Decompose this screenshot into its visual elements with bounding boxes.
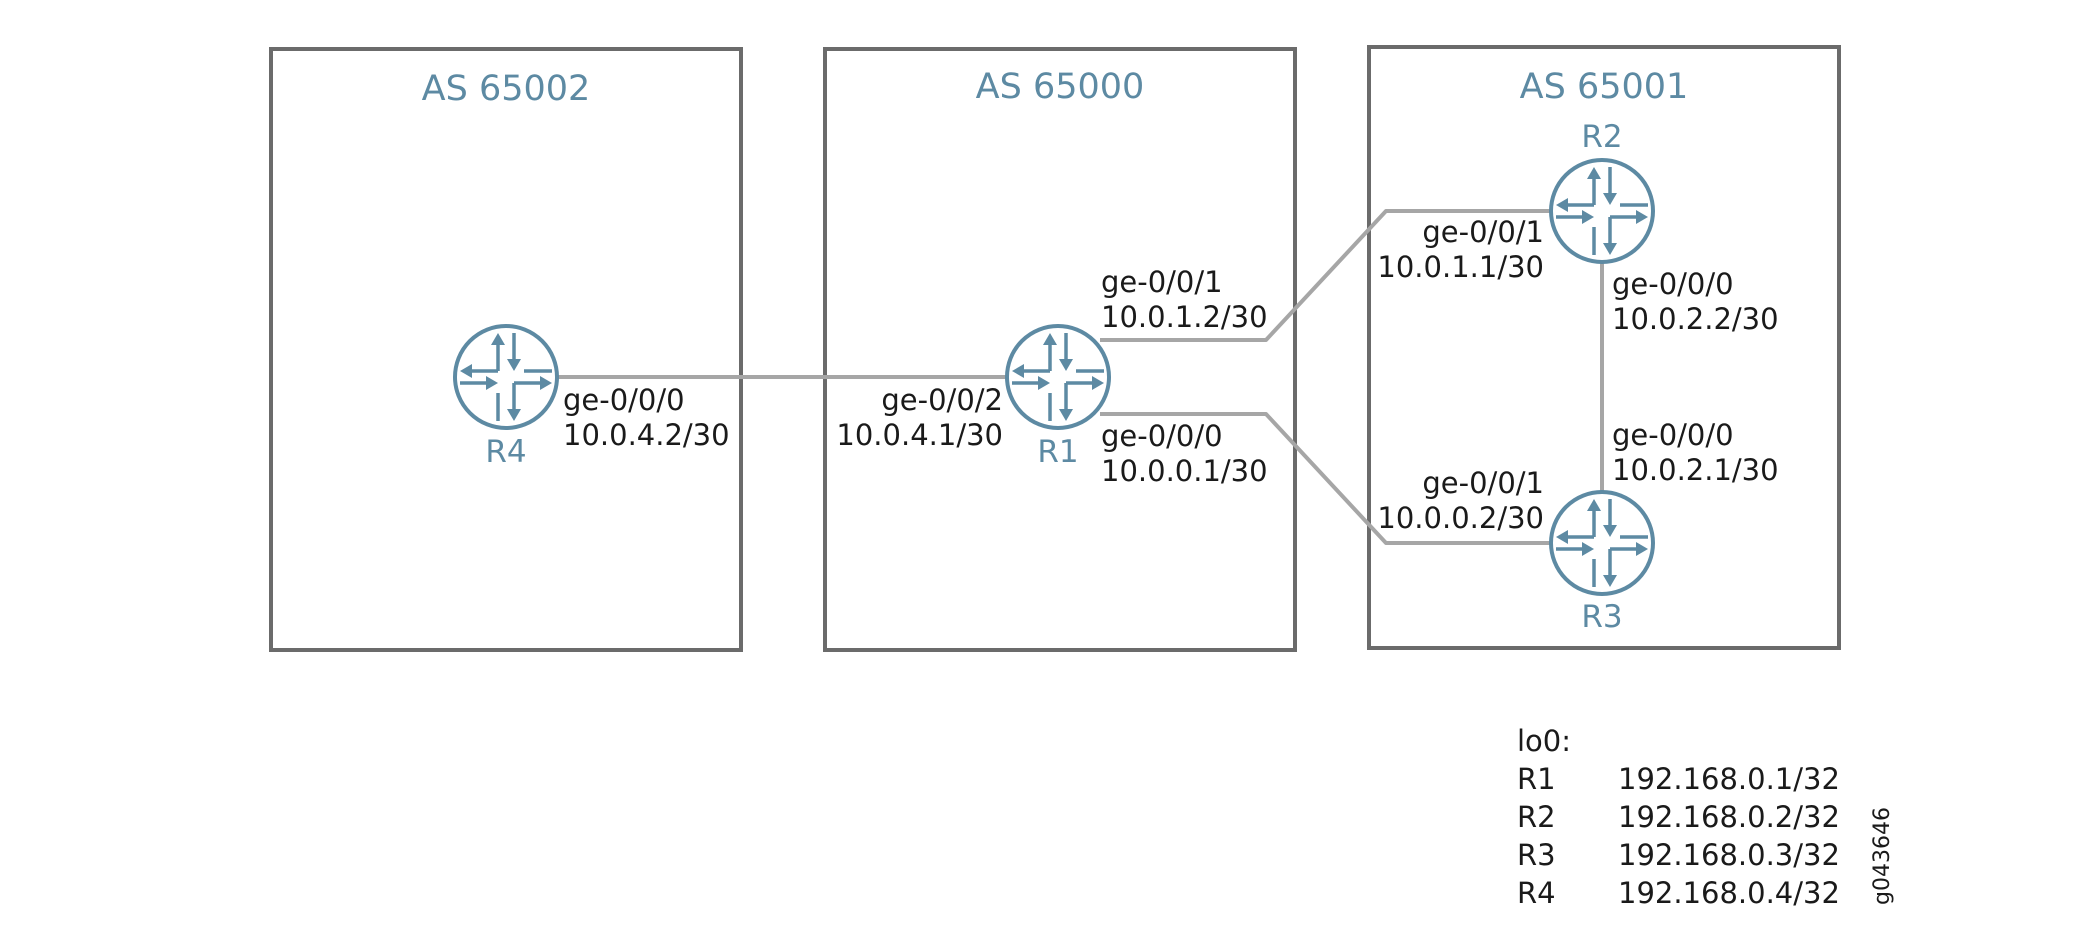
- ip-r2-ge000: 10.0.2.2/30: [1612, 302, 1779, 336]
- router-label-r1: R1: [1037, 434, 1078, 470]
- router-label-r3: R3: [1581, 599, 1622, 635]
- ip-r4-ge000: 10.0.4.2/30: [563, 418, 730, 452]
- iface-r3-ge000: ge-0/0/0: [1612, 418, 1734, 452]
- link-r1-r2: [1100, 209, 1552, 342]
- iface-r1-ge000: ge-0/0/0: [1101, 419, 1223, 453]
- loopback-address: 192.168.0.2/32: [1618, 800, 1840, 834]
- loopback-address: 192.168.0.1/32: [1618, 762, 1840, 796]
- iface-r2-ge000: ge-0/0/0: [1612, 267, 1734, 301]
- router-icon-r4: [453, 324, 559, 430]
- iface-r1-ge002: ge-0/0/2: [881, 383, 1003, 417]
- ip-r1-ge000: 10.0.0.1/30: [1101, 454, 1268, 488]
- loopback-router: R4: [1517, 876, 1556, 910]
- as-title-65001: AS 65001: [1520, 67, 1689, 107]
- loopback-router: R3: [1517, 838, 1556, 872]
- iface-r3-ge001: ge-0/0/1: [1422, 466, 1544, 500]
- iface-r4-ge000: ge-0/0/0: [563, 383, 685, 417]
- loopback-header: lo0:: [1517, 724, 1571, 758]
- router-icon-r2: [1549, 158, 1655, 264]
- ip-r1-ge001: 10.0.1.2/30: [1101, 300, 1268, 334]
- router-label-r2: R2: [1581, 119, 1622, 155]
- router-icon-r1: [1005, 324, 1111, 430]
- ip-r3-ge001: 10.0.0.2/30: [1377, 501, 1544, 535]
- ip-r2-ge001: 10.0.1.1/30: [1377, 250, 1544, 284]
- as-title-65000: AS 65000: [976, 67, 1145, 107]
- ip-r3-ge000: 10.0.2.1/30: [1612, 453, 1779, 487]
- router-label-r4: R4: [485, 434, 526, 470]
- loopback-address: 192.168.0.3/32: [1618, 838, 1840, 872]
- link-r1-r3: [1100, 412, 1552, 545]
- iface-r2-ge001: ge-0/0/1: [1422, 215, 1544, 249]
- router-icon-r3: [1549, 490, 1655, 596]
- loopback-legend: lo0: R1 192.168.0.1/32 R2 192.168.0.2/32…: [1517, 724, 1840, 910]
- ip-r1-ge002: 10.0.4.1/30: [836, 418, 1003, 452]
- loopback-router: R2: [1517, 800, 1556, 834]
- as-title-65002: AS 65002: [422, 69, 591, 109]
- figure-id: g043646: [1870, 807, 1895, 905]
- loopback-address: 192.168.0.4/32: [1618, 876, 1840, 910]
- iface-r1-ge001: ge-0/0/1: [1101, 265, 1223, 299]
- loopback-router: R1: [1517, 762, 1556, 796]
